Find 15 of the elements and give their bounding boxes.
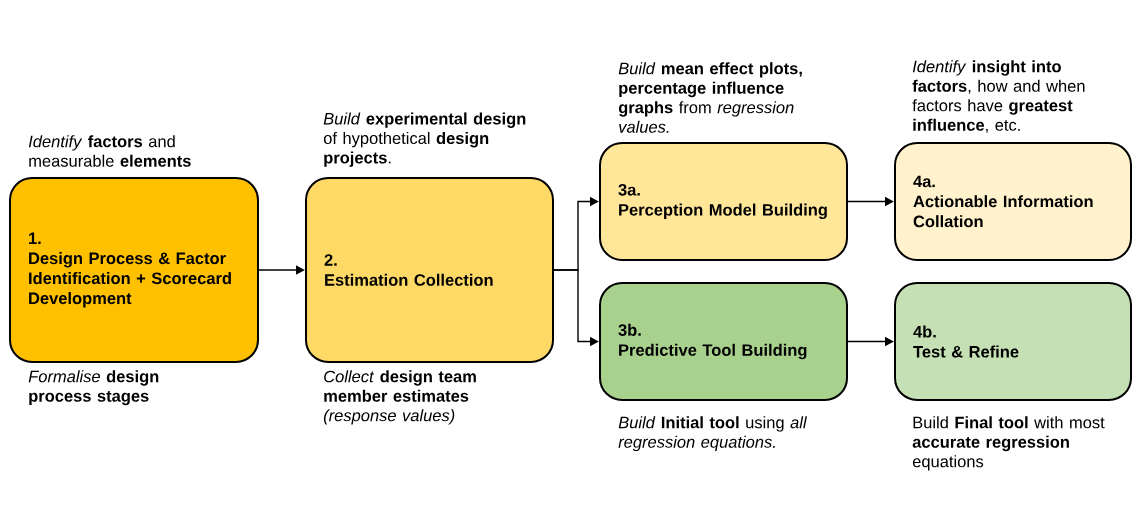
annotation-text: Build mean effect plots, percentage influence graphs from regression values.: [618, 62, 802, 133]
process-box: 1. Design Process & Factor Identification + Scorecard Development: [9, 177, 259, 363]
process-box: 2. Estimation Collection: [305, 177, 554, 363]
process-box: 4b. Test & Refine: [894, 282, 1132, 401]
annotation-text: Build Final tool with most accurate regression equations: [912, 416, 1105, 471]
annotation-text: Build experimental design of hypothetical design projects.: [323, 112, 526, 167]
process-box: 4a. Actionable Information Collation: [894, 142, 1132, 261]
annotation-text: Collect design team member estimates (response values): [323, 370, 476, 425]
annotation-text: Identify factors and measurable elements: [28, 135, 191, 167]
annotation-text: Identify insight into factors, how and when factors have greatest influence, etc.: [912, 60, 1085, 133]
process-box: 3a. Perception Model Building: [599, 142, 848, 261]
arrow: [258, 265, 305, 275]
annotation-text: Formalise design process stages: [28, 370, 159, 406]
process-box: 3b. Predictive Tool Building: [599, 282, 848, 401]
annotation-text: Build Initial tool using all regression equations.: [618, 416, 807, 452]
